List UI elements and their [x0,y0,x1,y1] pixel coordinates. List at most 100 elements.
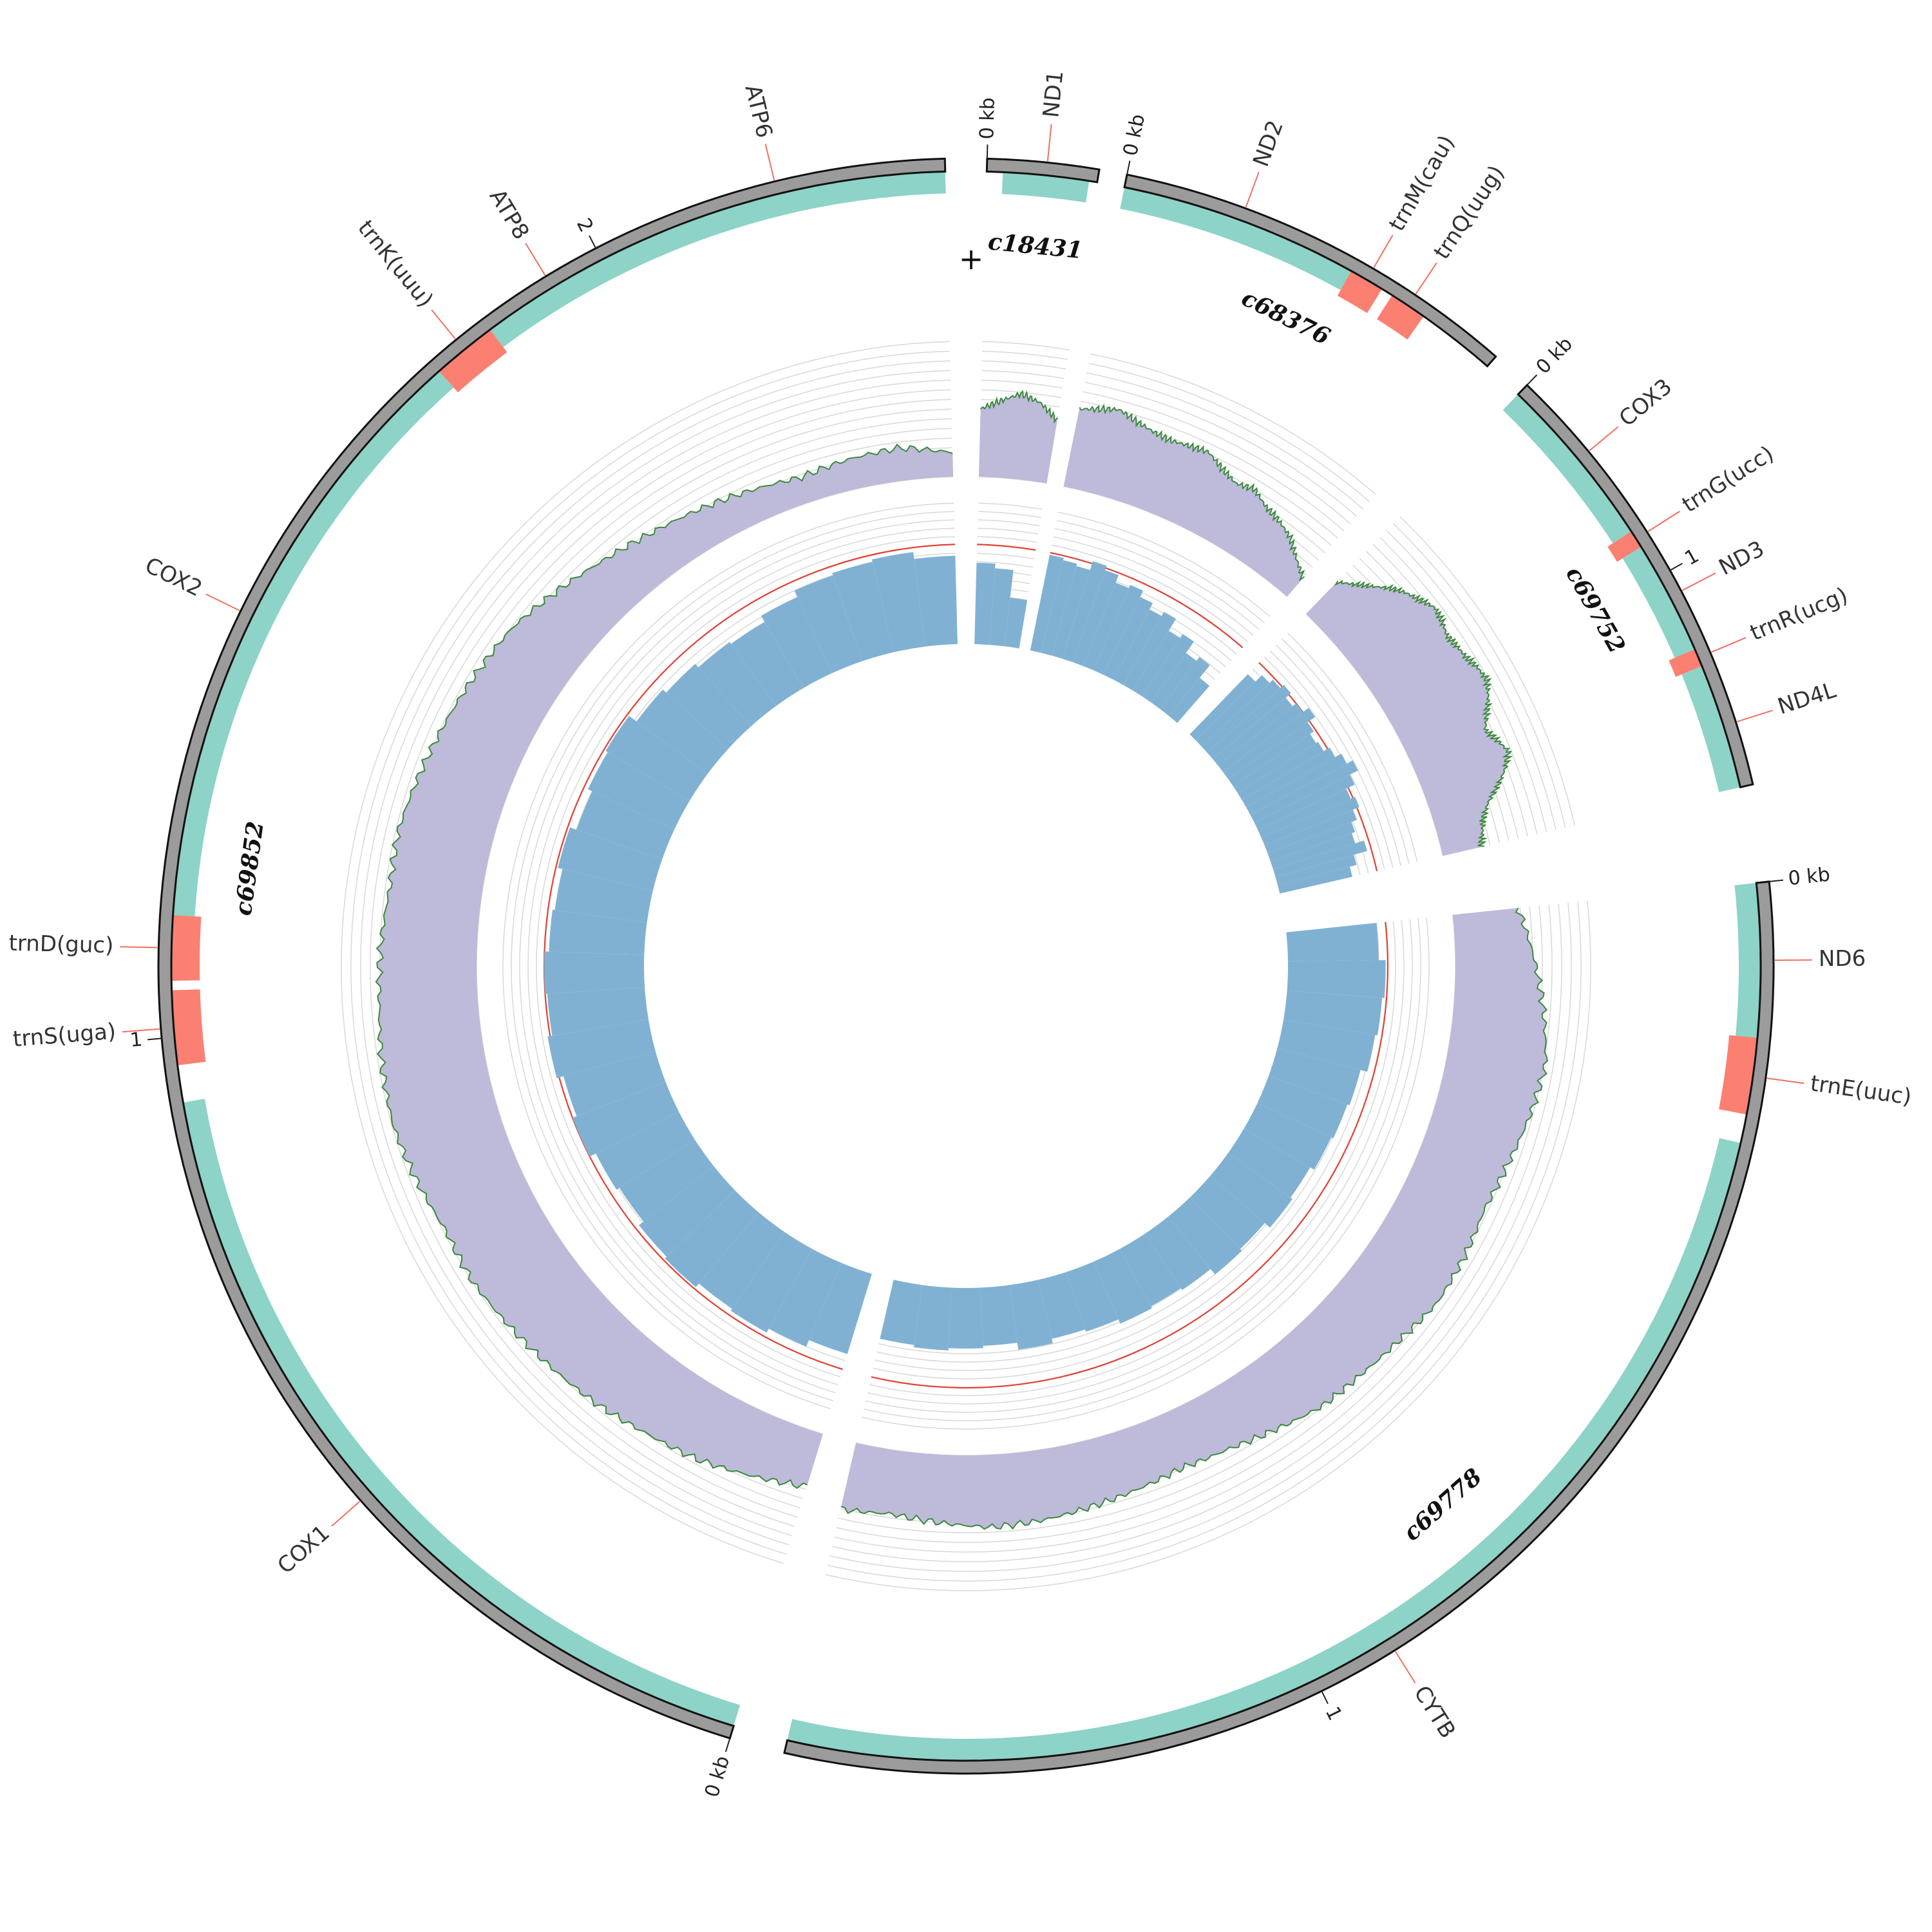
grid-ring [981,360,1066,370]
gene-nd6 [1734,882,1762,1038]
gc-bar [1283,990,1383,1036]
gc-bar [1094,1249,1152,1324]
tick-mark [986,144,989,159]
contig-name-c18431: c18431 [987,228,1084,264]
grid-ring [829,902,1572,1572]
gene-label-nd2: ND2 [1248,117,1289,171]
gene-label-nd1: ND1 [1038,70,1068,119]
tick-mark [724,1738,731,1752]
grid-ring [825,900,1591,1591]
scaffold-track [157,157,1775,1775]
grid-ring [519,519,954,1394]
scaffold-c69852 [157,157,947,1740]
grid-ring [831,904,1562,1562]
grid-ring [981,350,1068,360]
gc-bar [1160,657,1210,716]
label-leader [431,309,456,339]
tick-mark [1321,1690,1329,1705]
gene-label-atp8: ATP8 [484,185,535,244]
gc-bar [636,689,728,774]
tick-label: 0 kb [1119,112,1150,158]
gc-bar [1250,760,1358,822]
label-leader [205,593,240,611]
gc-bar [1242,747,1336,808]
scaffold-c18431 [985,157,1101,184]
grid-ring [1050,553,1243,649]
tick-label: 1 [129,1028,143,1052]
grid-ring [976,561,1033,568]
gene-nd1 [1001,171,1090,203]
gc-bar [761,597,833,688]
grid-ring [502,502,954,1410]
gc-bar [1142,634,1194,703]
gc-bar [1228,722,1314,786]
tick-mark [1526,374,1538,386]
gc-bar [587,752,690,830]
grid-ring [1287,632,1418,862]
gc-bar [619,1139,714,1222]
gene-cox2 [171,370,454,917]
gc-bar [1244,1103,1332,1170]
gc-bar [871,552,925,652]
coverage-area-c69778 [841,907,1548,1530]
grid-ring [981,379,1063,389]
gc-bar [809,1263,872,1354]
grid-ring [978,511,1041,518]
gc-bar [1083,582,1129,670]
gc-bar [639,1166,735,1257]
gene-trnd-guc [164,914,202,981]
gc-bar [1264,810,1357,853]
gc-bar [832,562,894,661]
grid-ring [869,921,1396,1396]
gc-bar [698,641,777,726]
gene-label-trns-uga: trnS(uga) [12,1019,117,1052]
gc-bar [731,621,804,706]
gc-bar [564,1051,666,1117]
gene-label-nd3: ND3 [1715,536,1768,580]
gene-label-cox1: COX1 [272,1520,334,1579]
tick-mark [1126,160,1131,175]
grid-ring [978,519,1040,527]
gc-bar [1273,840,1367,878]
grid-ring [978,502,1043,510]
label-leader [1737,710,1773,723]
tick-mark [1769,879,1784,882]
coverage-track [375,390,1548,1530]
gc-bar [1113,609,1162,685]
grid-ring [864,918,1421,1421]
gc-bar [1233,734,1316,793]
label-leader [1589,426,1619,451]
gc-bar [1227,1128,1311,1198]
gc-content-track [544,544,1388,1388]
grid-ring [1269,650,1394,868]
gene-label-atp6: ATP6 [739,82,777,141]
gc-bar [605,715,708,801]
gc-bar [1218,703,1303,773]
grid-ring [1275,644,1401,866]
grid-ring [341,341,950,1564]
grid-ring [1051,544,1249,643]
gc-bar [1041,560,1077,656]
gc-bar [1093,585,1144,675]
tick-mark [1669,563,1683,571]
gc-bar [547,987,649,1036]
grid-ring [982,341,1070,351]
gc-bar [1209,1153,1293,1228]
gene-nd3 [1622,546,1696,658]
gc-bar [1267,822,1356,862]
scaffold-c69752 [1517,383,1754,789]
label-leader [764,144,775,181]
gc-bar [1278,866,1352,894]
gc-bar [596,1111,695,1190]
gc-bar [554,869,653,923]
grid-ring [828,902,1582,1582]
gc-bar [1168,1197,1242,1275]
gc-bar [1287,960,1386,998]
gene-label-trnd-guc: trnD(guc) [8,931,114,959]
center-disc [646,646,1286,1286]
grid-ring [1088,363,1370,502]
gc-reference-line [544,544,955,1370]
gc-bar [572,1081,679,1157]
grid-ring [1305,613,1444,857]
